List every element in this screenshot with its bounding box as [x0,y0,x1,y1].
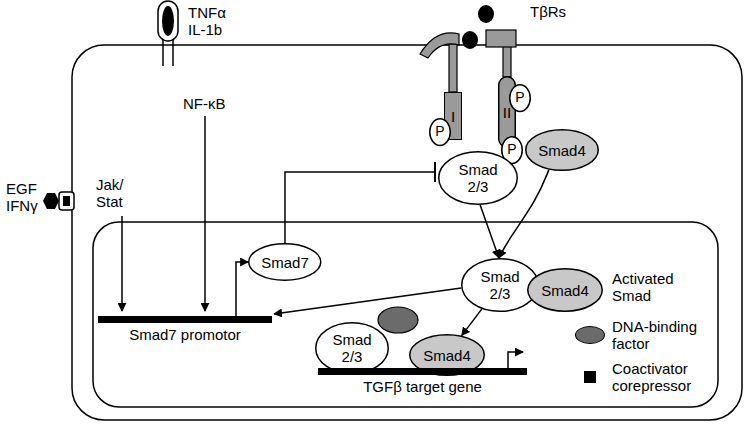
tgfb-ligand [462,31,478,49]
receptor-stalk [162,38,164,66]
arrow-connector [480,205,499,258]
node-outline [528,269,603,312]
ligand-label: EGF IFNγ [6,180,38,214]
ligand-label: TNFα IL-1b [188,4,226,38]
node-outline [510,85,531,112]
smad-protein: Smad 2/3 [438,151,518,205]
node-text: P [435,123,444,140]
node-text: Smad 2/3 [480,268,519,302]
node-text: P [515,89,524,106]
node-text: I [451,108,455,125]
smad-protein: Smad4 [525,129,599,171]
node-text: Smad 2/3 [458,161,497,195]
smad7-protein: Smad7 [248,243,321,281]
smad-protein: Smad4 [527,268,603,312]
receptor-stalk [503,46,511,77]
tgfb-ligand [478,5,494,23]
receptor-ectodomain [420,33,459,58]
connector-group [462,309,482,336]
node-text: Smad4 [541,282,589,299]
inhibition-line [285,172,435,243]
dna-binding-factor [378,307,418,333]
dna-strand [98,316,272,323]
node-text: Smad4 [423,347,471,364]
nuclear-envelope [93,222,718,407]
legend-swatch [584,371,596,383]
transcription-start-arrow [508,352,523,368]
growth-factor-ligand [43,193,59,209]
legend-text: DNA-binding factor [612,318,712,352]
node-outline [439,152,518,205]
pathway-label: Jak/ Stat [96,176,124,210]
receptor-stalk [172,38,174,66]
growth-factor-receptor [59,192,74,210]
receptor-label: TβRs [530,3,566,20]
node-text: Smad7 promotor [98,326,272,343]
connector-group [285,162,435,243]
cell-membrane [72,45,742,420]
arrow-connector [462,309,482,336]
phosphate-circle: P [429,118,451,146]
signal-arrow [204,116,206,311]
signal-arrow [121,216,123,311]
node-outline [526,130,599,171]
connector-group [480,205,499,258]
inhibition-bar [434,162,436,182]
growth-factor-receptor [63,196,70,206]
arrow-connector [236,262,248,316]
phosphate-circle: P [509,84,531,112]
legend-item: Coactivator corepressor [575,360,715,396]
promoter-element: Smad7 promotor [98,316,272,343]
receptor-ectodomain [486,30,516,47]
legend-swatch [575,326,605,344]
smad-protein: Smad 2/3 [315,322,389,374]
target-gene: TGFβ target gene [318,368,527,395]
node-text: II [503,104,511,121]
connector-group [274,288,461,314]
node-text: TGFβ target gene [318,378,527,395]
connector-group [236,262,248,316]
dna-strand [318,368,527,375]
complex-label: Activated Smad [612,270,674,304]
cytokine-receptor [158,1,178,41]
receptor-stalk [449,44,457,92]
node-outline [462,259,539,312]
smad-protein: Smad 2/3 [461,258,539,312]
legend-text: Coactivator corepressor [612,360,712,394]
node-outline [430,119,451,146]
pathway-label: NF-κB [183,95,226,112]
node-text: Smad7 [261,254,309,271]
cytokine-ligand [162,6,174,36]
node-text: P [507,141,516,158]
legend-item: DNA-binding factor [575,318,715,354]
node-text: Smad 2/3 [332,331,371,365]
node-outline [316,323,389,374]
node-outline [249,244,321,281]
arrow-connector [274,288,461,314]
node-text: Smad4 [538,142,586,159]
